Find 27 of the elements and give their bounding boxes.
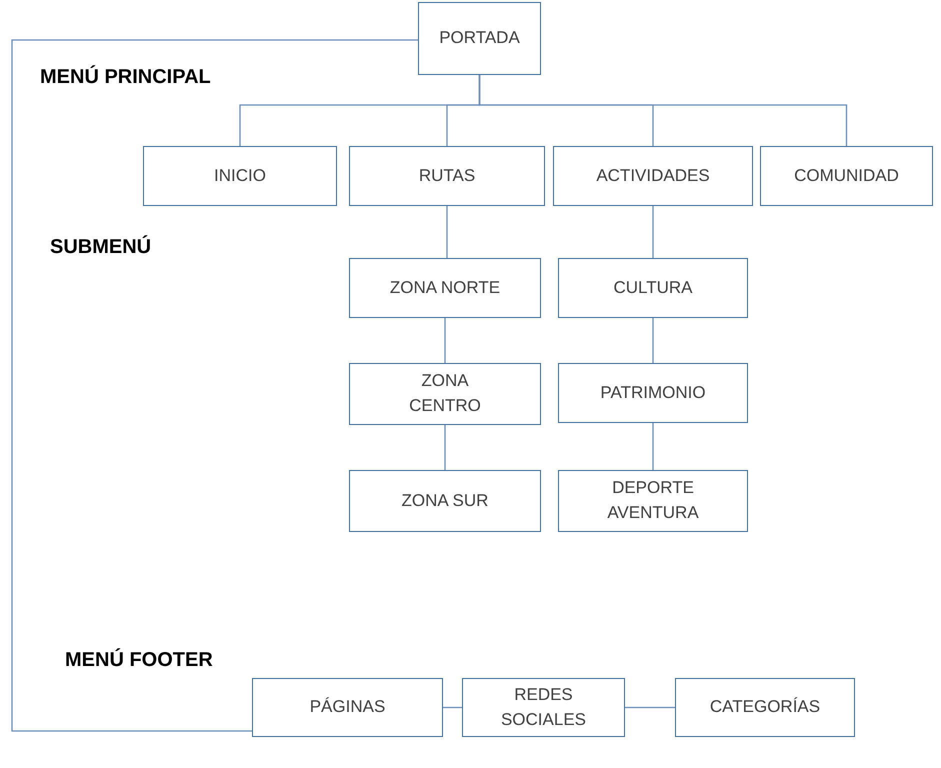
menu-box: PÁGINAS <box>252 678 443 737</box>
menu-box: INICIO <box>143 146 337 206</box>
connector-line <box>478 75 848 146</box>
section-heading: MENÚ PRINCIPAL <box>40 64 211 90</box>
menu-box: CULTURA <box>558 258 748 318</box>
menu-box: PATRIMONIO <box>558 363 748 423</box>
connector-line <box>446 206 448 258</box>
menu-box: RUTAS <box>349 146 545 206</box>
connector-line <box>444 318 446 363</box>
menu-box: ACTIVIDADES <box>553 146 753 206</box>
connector-line <box>652 206 654 258</box>
menu-box: COMUNIDAD <box>760 146 933 206</box>
connector-line <box>443 706 462 708</box>
menu-box: ZONA CENTRO <box>349 363 541 425</box>
connector-line <box>652 423 654 470</box>
menu-box: ZONA SUR <box>349 470 541 532</box>
connector-line <box>625 706 675 708</box>
connector-line <box>11 39 418 732</box>
section-heading: MENÚ FOOTER <box>65 647 213 673</box>
connector-line <box>652 318 654 363</box>
menu-box: CATEGORÍAS <box>675 678 855 737</box>
menu-box: PORTADA <box>418 2 541 75</box>
menu-box: ZONA NORTE <box>349 258 541 318</box>
menu-box: REDES SOCIALES <box>462 678 625 737</box>
menu-box: DEPORTE AVENTURA <box>558 470 748 532</box>
connector-line <box>444 425 446 470</box>
section-heading: SUBMENÚ <box>50 234 152 260</box>
